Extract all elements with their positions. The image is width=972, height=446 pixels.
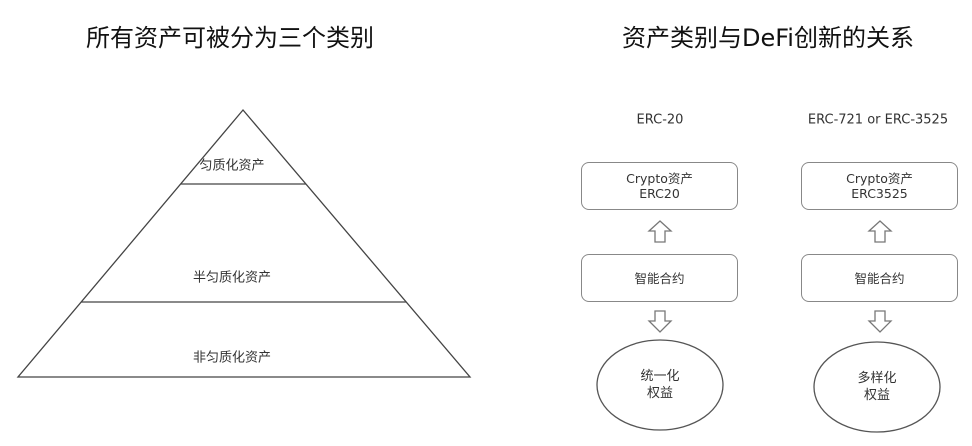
contract-label: 智能合约 — [634, 270, 685, 286]
rights-line1: 多样化 — [857, 371, 897, 386]
up-arrow-icon — [867, 220, 893, 243]
rights-ellipse-2 — [813, 341, 941, 433]
crypto-asset-box-erc3525: Crypto资产 ERC3525 — [801, 162, 958, 210]
asset-label: Crypto资产 — [846, 171, 913, 186]
tier-non-homogeneous: 非匀质化资产 — [192, 350, 272, 366]
asset-standard: ERC20 — [639, 186, 680, 201]
rights-label-2: 多样化 权益 — [857, 370, 896, 404]
asset-standard: ERC3525 — [851, 186, 908, 201]
pyramid — [16, 108, 472, 378]
column-header-erc20: ERC-20 — [636, 112, 684, 128]
rights-line1: 统一化 — [640, 369, 680, 384]
smart-contract-box-1: 智能合约 — [581, 254, 738, 302]
crypto-asset-box-erc20: Crypto资产 ERC20 — [581, 162, 738, 210]
rights-line2: 权益 — [863, 388, 891, 403]
down-arrow-icon — [647, 310, 673, 333]
tier-semi-homogeneous: 半匀质化资产 — [192, 270, 272, 286]
up-arrow-icon — [647, 220, 673, 243]
rights-label-1: 统一化 权益 — [640, 368, 679, 402]
rights-line2: 权益 — [646, 386, 674, 401]
right-title: 资产类别与DeFi创新的关系 — [622, 24, 914, 52]
down-arrow-icon — [867, 310, 893, 333]
column-header-erc3525: ERC-721 or ERC-3525 — [807, 112, 949, 128]
left-title: 所有资产可被分为三个类别 — [86, 24, 374, 52]
smart-contract-box-2: 智能合约 — [801, 254, 958, 302]
rights-ellipse-1 — [596, 339, 724, 431]
tier-homogeneous: 匀质化资产 — [199, 158, 265, 174]
asset-label: Crypto资产 — [626, 171, 693, 186]
contract-label: 智能合约 — [854, 270, 905, 286]
